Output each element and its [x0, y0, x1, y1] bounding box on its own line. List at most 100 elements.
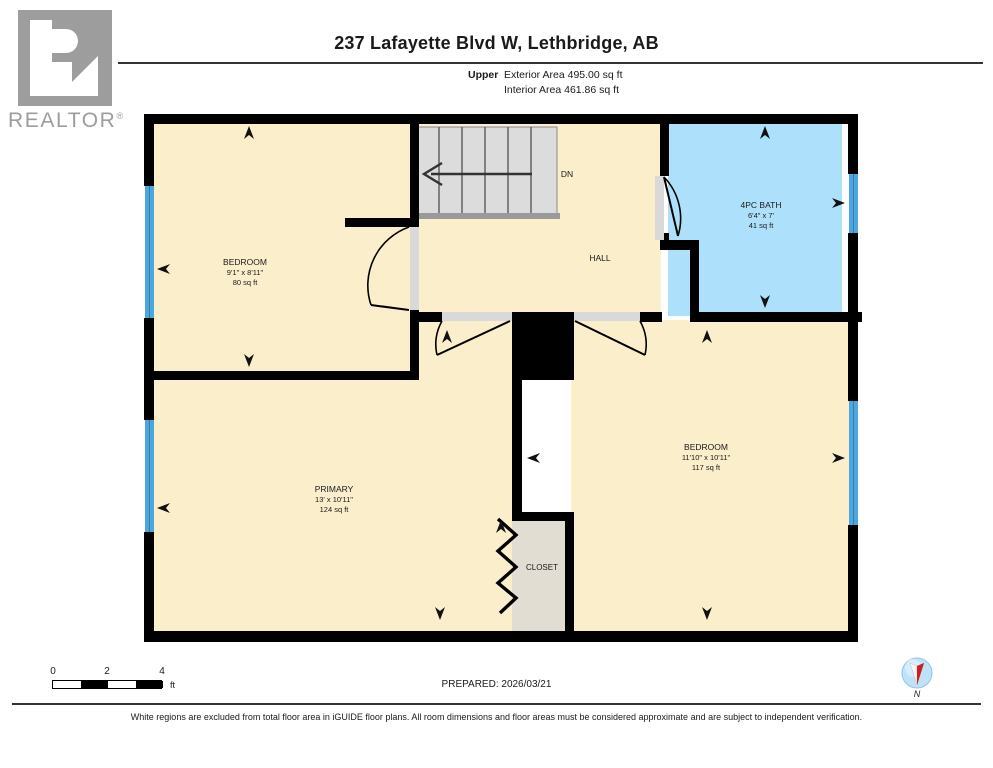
disclaimer-text: White regions are excluded from total fl…	[130, 712, 863, 722]
wall-exterior-right-a	[848, 114, 858, 174]
door-bifold-closet	[495, 517, 519, 615]
stairs-block	[415, 126, 558, 219]
dim-arrow-hall-up	[442, 330, 452, 343]
label-hall: HALL	[589, 253, 611, 263]
interior-area-text: Interior Area 461.86 sq ft	[504, 84, 619, 96]
room-name: 4PC BATH	[741, 200, 782, 210]
door-swing-bedroom-lower	[639, 320, 647, 356]
wall-hall-bottom-left	[410, 312, 442, 322]
dim-arrow-primary-down	[435, 607, 445, 620]
wall-interior-bedroom-right-upper	[410, 114, 419, 219]
wall-exterior-left-b	[144, 318, 154, 420]
wall-hall-bottom-right	[640, 312, 662, 322]
scale-segment-dark-1	[80, 681, 108, 688]
label-stairs-down: DN	[561, 169, 573, 179]
door-swing-bedroom-upper	[367, 226, 410, 306]
wall-interior-bedroom-bottom	[144, 371, 419, 380]
scale-bar: 0 2 4 ft	[50, 666, 176, 690]
room-fill-closet	[512, 519, 574, 631]
compass-needle-red-2	[917, 663, 924, 685]
level-label: Upper	[468, 69, 499, 81]
room-dimensions: 13' x 10'11"	[315, 495, 353, 504]
wall-closet-top	[512, 512, 574, 521]
registered-mark: ®	[116, 111, 125, 121]
door-opening-bath	[655, 176, 664, 240]
wall-interior-bedroom-right-lower	[410, 310, 419, 380]
header-divider	[118, 62, 983, 64]
door-swing-bath	[663, 176, 682, 237]
dim-arrow-bath-right	[832, 198, 845, 208]
logo-bowl-inner	[52, 29, 78, 53]
dim-arrow-bedroom2-right	[832, 453, 845, 463]
page-title: 237 Lafayette Blvd W, Lethbridge, AB	[334, 33, 659, 53]
prepared-date: PREPARED: 2026/03/21	[441, 679, 552, 690]
label-closet: CLOSET	[526, 563, 558, 572]
room-name: BEDROOM	[684, 442, 728, 452]
dim-arrow-bath-down	[760, 295, 770, 308]
logo-leg	[58, 56, 98, 96]
wall-bath-left-upper	[660, 114, 669, 176]
area-row-interior: Interior Area 461.86 sq ft	[468, 83, 622, 98]
stairs-group	[412, 126, 560, 219]
realtor-brand-text: REALTOR	[8, 109, 117, 132]
scale-track	[52, 680, 163, 689]
room-label-bedroom-lower-right: BEDROOM 11'10" x 10'11" 117 sq ft	[682, 442, 731, 472]
wall-door-jamb-bedroom-top	[345, 218, 419, 227]
door-opening-bedroom-upper	[410, 227, 419, 310]
doors-group	[367, 176, 682, 615]
scale-unit-label: ft	[170, 680, 176, 690]
wall-bath-bottom	[690, 312, 862, 322]
dimension-arrows-group	[157, 126, 845, 620]
door-leaf-bedroom-lower	[574, 320, 646, 356]
dim-arrow-bedroom-left	[157, 264, 170, 274]
wall-primary-right-upper	[512, 380, 522, 519]
door-leaf-primary	[436, 320, 511, 356]
scale-tick-4: 4	[159, 666, 165, 677]
room-area: 117 sq ft	[692, 463, 721, 472]
dim-arrow-bedroom2-up	[702, 330, 712, 343]
room-labels-group: BEDROOM 9'1" x 8'11" 80 sq ft 4PC BATH 6…	[223, 169, 781, 572]
compass-north-label: N	[913, 689, 921, 699]
room-dimensions: 6'4" x 7'	[748, 211, 775, 220]
room-dimensions: 11'10" x 10'11"	[682, 453, 731, 462]
stair-landing-edge	[412, 213, 560, 219]
dim-arrow-bedroom-up	[244, 126, 254, 139]
room-area: 124 sq ft	[320, 505, 350, 514]
door-opening-bedroom-lower	[574, 312, 640, 321]
wall-exterior-top	[144, 114, 858, 124]
dim-arrow-bedroom2-left	[527, 453, 540, 463]
wall-exterior-left-a	[144, 114, 154, 186]
realtor-logo: REALTOR®	[8, 6, 128, 134]
room-fill-bedroom-upper-left	[152, 122, 417, 376]
scale-tick-2: 2	[104, 666, 110, 677]
scale-segment-dark-2	[135, 681, 163, 688]
room-area: 41 sq ft	[749, 221, 775, 230]
room-label-bath: 4PC BATH 6'4" x 7' 41 sq ft	[741, 200, 782, 230]
dim-arrow-bedroom-down	[244, 354, 254, 367]
door-leaf-bath	[663, 176, 679, 237]
room-label-bedroom-upper-left: BEDROOM 9'1" x 8'11" 80 sq ft	[223, 257, 267, 287]
wall-hall-bottom-center-block	[512, 312, 574, 380]
room-name: PRIMARY	[315, 484, 354, 494]
footer-divider	[12, 703, 981, 705]
compass-rose: N	[897, 655, 937, 703]
dim-arrow-bedroom2-down	[702, 607, 712, 620]
room-fill-bedroom-lower-right	[571, 320, 858, 631]
wall-closet-right	[565, 519, 574, 631]
room-area: 80 sq ft	[233, 278, 259, 287]
room-dimensions: 9'1" x 8'11"	[227, 268, 264, 277]
room-name: BEDROOM	[223, 257, 267, 267]
walls-group	[144, 114, 862, 642]
room-label-primary: PRIMARY 13' x 10'11" 124 sq ft	[315, 484, 354, 514]
realtor-wordmark: REALTOR®	[8, 109, 125, 133]
scale-tick-0: 0	[50, 666, 56, 677]
compass-icon	[901, 657, 933, 689]
stair-direction-arrowhead	[421, 161, 443, 187]
windows-group	[145, 174, 858, 532]
dim-arrow-bath-up	[760, 126, 770, 139]
wall-bath-bottom-step	[660, 240, 698, 250]
wall-exterior-left-c	[144, 532, 154, 642]
dim-arrow-closet-up	[496, 520, 506, 533]
